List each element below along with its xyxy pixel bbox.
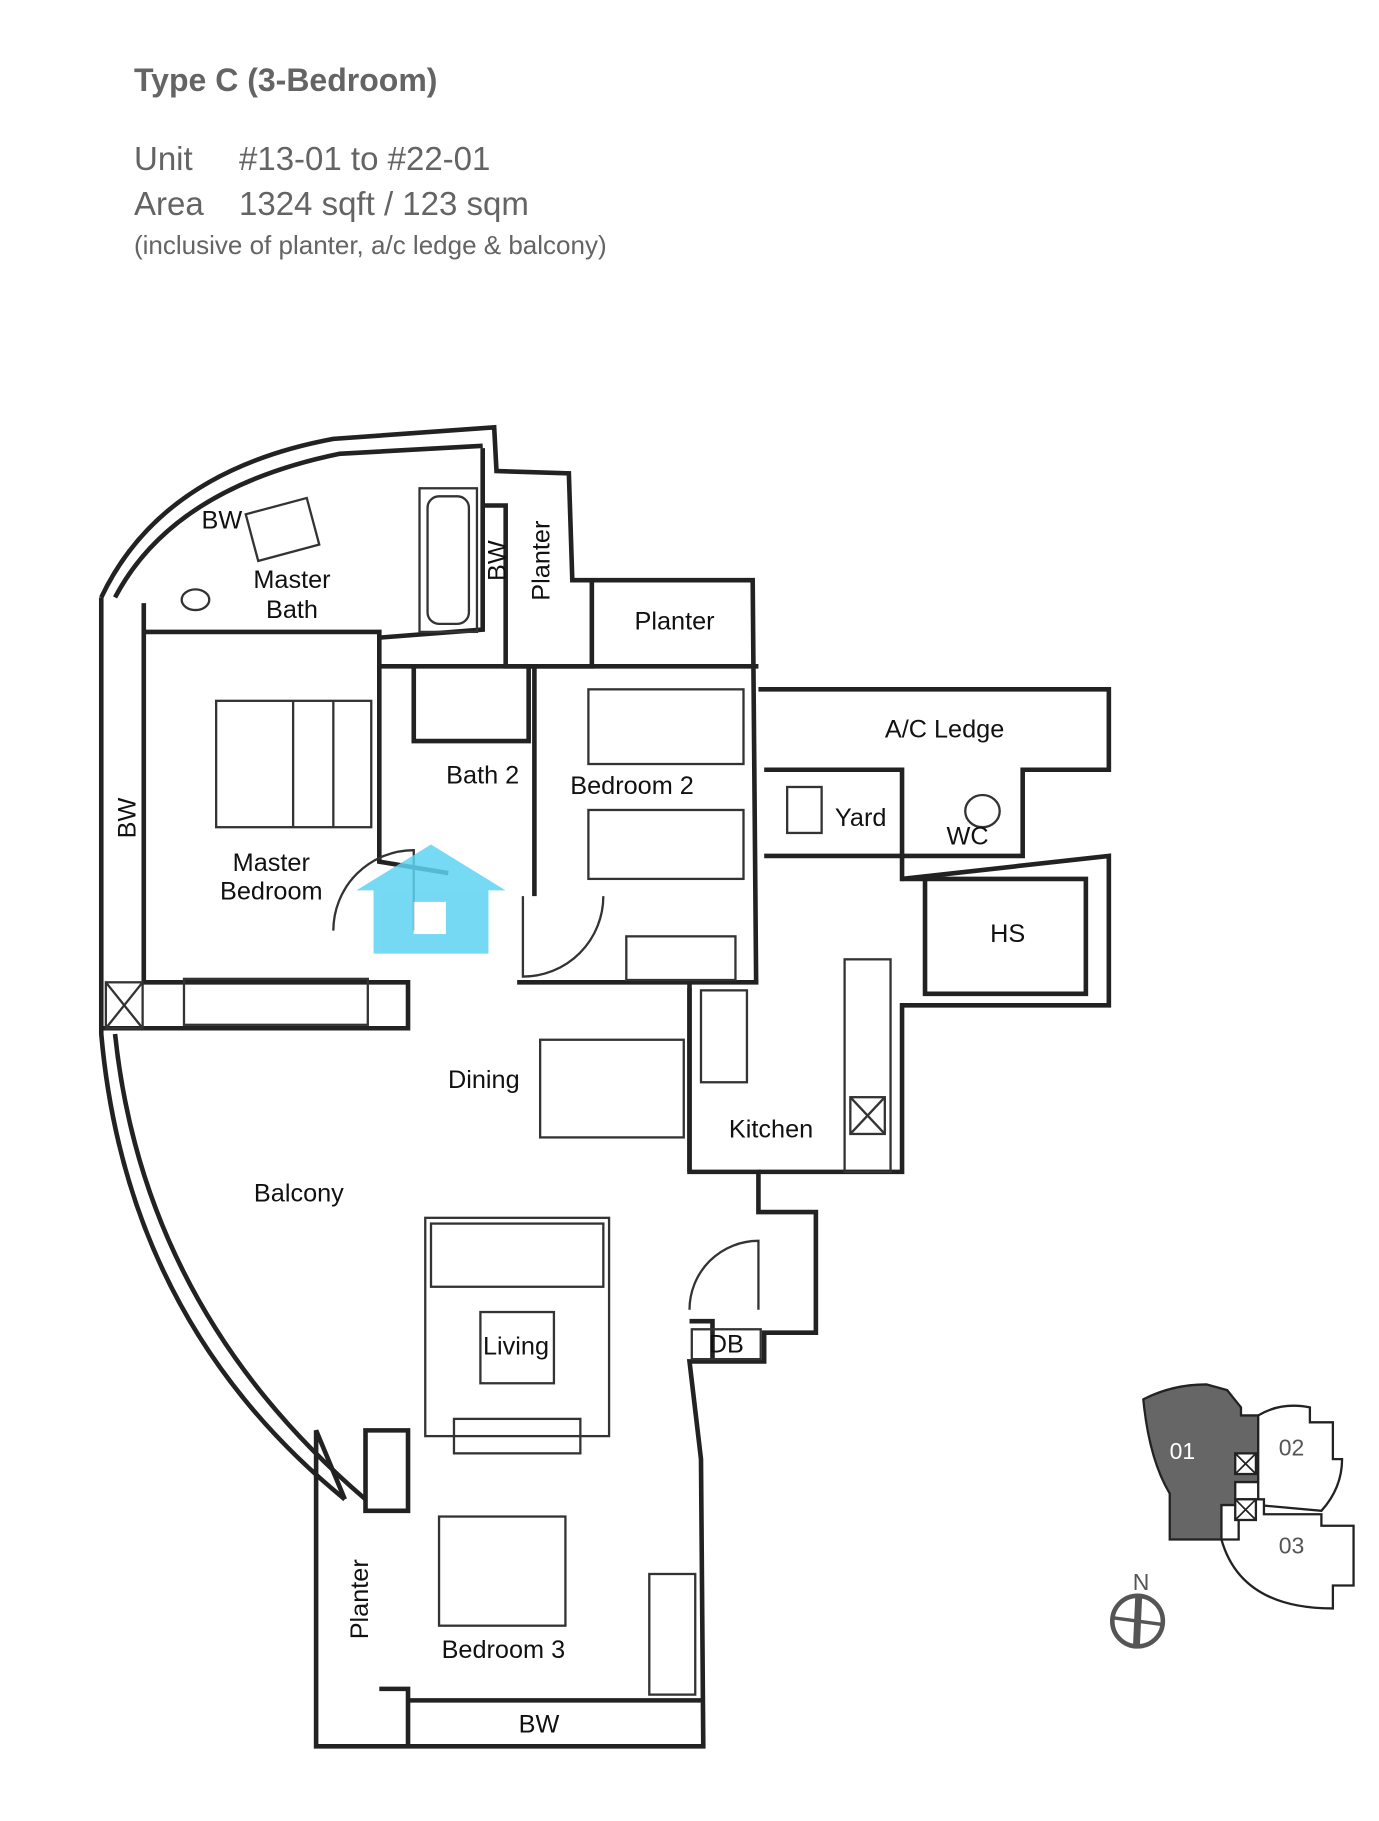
key-plan: 01 02 03	[1142, 1383, 1355, 1610]
label-balcony: Balcony	[254, 1180, 344, 1208]
area-note: (inclusive of planter, a/c ledge & balco…	[134, 230, 607, 260]
unit-row: Unit #13-01 to #22-01	[134, 140, 490, 178]
label-master-bath-1: Master	[253, 566, 330, 594]
unit-label: Unit	[134, 140, 193, 177]
room-labels: BW Master Bath BW Planter Planter A/C Le…	[114, 506, 1026, 1738]
area-value: 1324 sqft / 123 sqm	[239, 185, 529, 222]
label-ac-ledge: A/C Ledge	[885, 716, 1004, 744]
key-plan-label-03: 03	[1279, 1532, 1305, 1558]
label-yard: Yard	[835, 804, 886, 832]
compass-label: N	[1133, 1569, 1150, 1595]
watermark-house-icon	[356, 844, 506, 954]
label-bath-2: Bath 2	[446, 762, 519, 790]
key-plan-unit-03	[1219, 1498, 1355, 1610]
label-planter-vertical: Planter	[527, 521, 555, 601]
plan-title: Type C (3-Bedroom)	[134, 62, 438, 98]
label-bw-master-bath: BW	[202, 506, 243, 534]
label-planter-top: Planter	[635, 608, 715, 636]
key-plan-label-02: 02	[1279, 1435, 1305, 1461]
label-wc: WC	[946, 822, 988, 850]
key-plan-unit-02	[1257, 1404, 1344, 1512]
label-bw-bottom: BW	[519, 1711, 560, 1739]
label-master-bath-2: Bath	[266, 596, 318, 624]
fixtures	[104, 487, 1001, 1696]
key-plan-label-01: 01	[1170, 1438, 1196, 1464]
label-bw-left: BW	[114, 798, 142, 839]
key-plan-unit-01	[1142, 1383, 1260, 1541]
label-master-bedroom-2: Bedroom	[220, 878, 323, 906]
label-bedroom-2: Bedroom 2	[570, 772, 694, 800]
label-master-bedroom-1: Master	[233, 849, 310, 877]
walls	[98, 424, 1112, 1749]
label-dining: Dining	[448, 1066, 520, 1094]
area-row: Area 1324 sqft / 123 sqm	[134, 185, 529, 223]
label-db: DB	[709, 1330, 744, 1358]
label-hs: HS	[990, 920, 1025, 948]
label-living: Living	[483, 1333, 549, 1361]
unit-value: #13-01 to #22-01	[239, 140, 491, 177]
label-bedroom-3: Bedroom 3	[442, 1636, 566, 1664]
label-planter-bottom: Planter	[346, 1559, 374, 1639]
area-label: Area	[134, 185, 204, 222]
label-bw-top: BW	[484, 540, 512, 581]
north-compass-icon: N	[1109, 1569, 1166, 1649]
label-kitchen: Kitchen	[729, 1115, 813, 1143]
